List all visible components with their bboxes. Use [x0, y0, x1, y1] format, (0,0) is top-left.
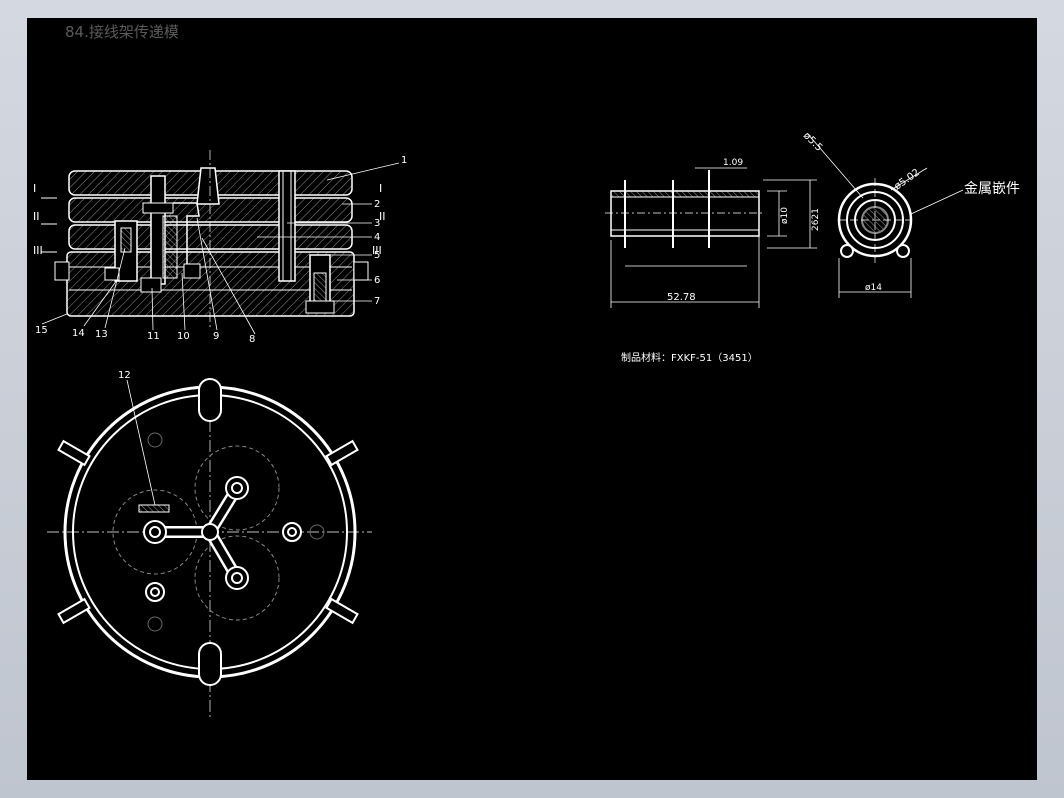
part-number-14: 14 [72, 328, 85, 339]
dim-dia-10: ø10 [780, 207, 790, 224]
section-label-i-right: I [379, 182, 382, 195]
guide-pin [278, 170, 296, 282]
part-number-4: 4 [374, 232, 380, 243]
part-number-7: 7 [374, 296, 380, 307]
dim-dia-outer: ø14 [865, 283, 882, 293]
drawing-title: 84.接线架传递模 [65, 23, 179, 41]
part-number-15: 15 [35, 325, 48, 336]
drawing-canvas[interactable]: 84.接线架传递模 [27, 18, 1037, 780]
cad-drawing: 84.接线架传递模 [33, 23, 1020, 718]
sprue [196, 167, 220, 205]
part-number-13: 13 [95, 329, 108, 340]
dim-dia-502: ø5.02 [892, 167, 922, 192]
section-label-ii-right: II [379, 210, 386, 223]
section-label-iii-left: III [33, 244, 43, 257]
part-number-6: 6 [374, 275, 380, 286]
part-side-view: 1.09 52.78 ø10 2621 [605, 158, 821, 308]
part-number-10: 10 [177, 331, 190, 342]
material-note: 制品材料：FXKF-51（3451） [621, 351, 758, 364]
part-number-8: 8 [249, 334, 255, 345]
mold-plan-view: 12 [47, 370, 372, 718]
dim-length: 52.78 [667, 292, 696, 303]
section-label-iii-right: III [372, 244, 382, 257]
dim-top-offset: 1.09 [723, 158, 743, 168]
part-body [610, 190, 760, 237]
part-end-view: ø14 ø5.5 ø5.02 金属嵌件 [801, 130, 1020, 298]
part-number-1: 1 [401, 155, 407, 166]
part-number-5: 5 [374, 250, 380, 261]
dim-dia-2621: 2621 [811, 208, 821, 231]
insert-label: 金属嵌件 [964, 181, 1020, 197]
section-label-i-left: I [33, 182, 36, 195]
sprue-center [201, 523, 219, 541]
part-number-9: 9 [213, 331, 219, 342]
section-label-ii-left: II [33, 210, 40, 223]
mold-section-view: I II III I II III [33, 150, 407, 345]
part-number-12: 12 [118, 370, 131, 381]
part-number-11: 11 [147, 331, 160, 342]
dim-dia-55: ø5.5 [801, 130, 824, 153]
part-number-3: 3 [374, 218, 380, 229]
part-number-2: 2 [374, 199, 380, 210]
